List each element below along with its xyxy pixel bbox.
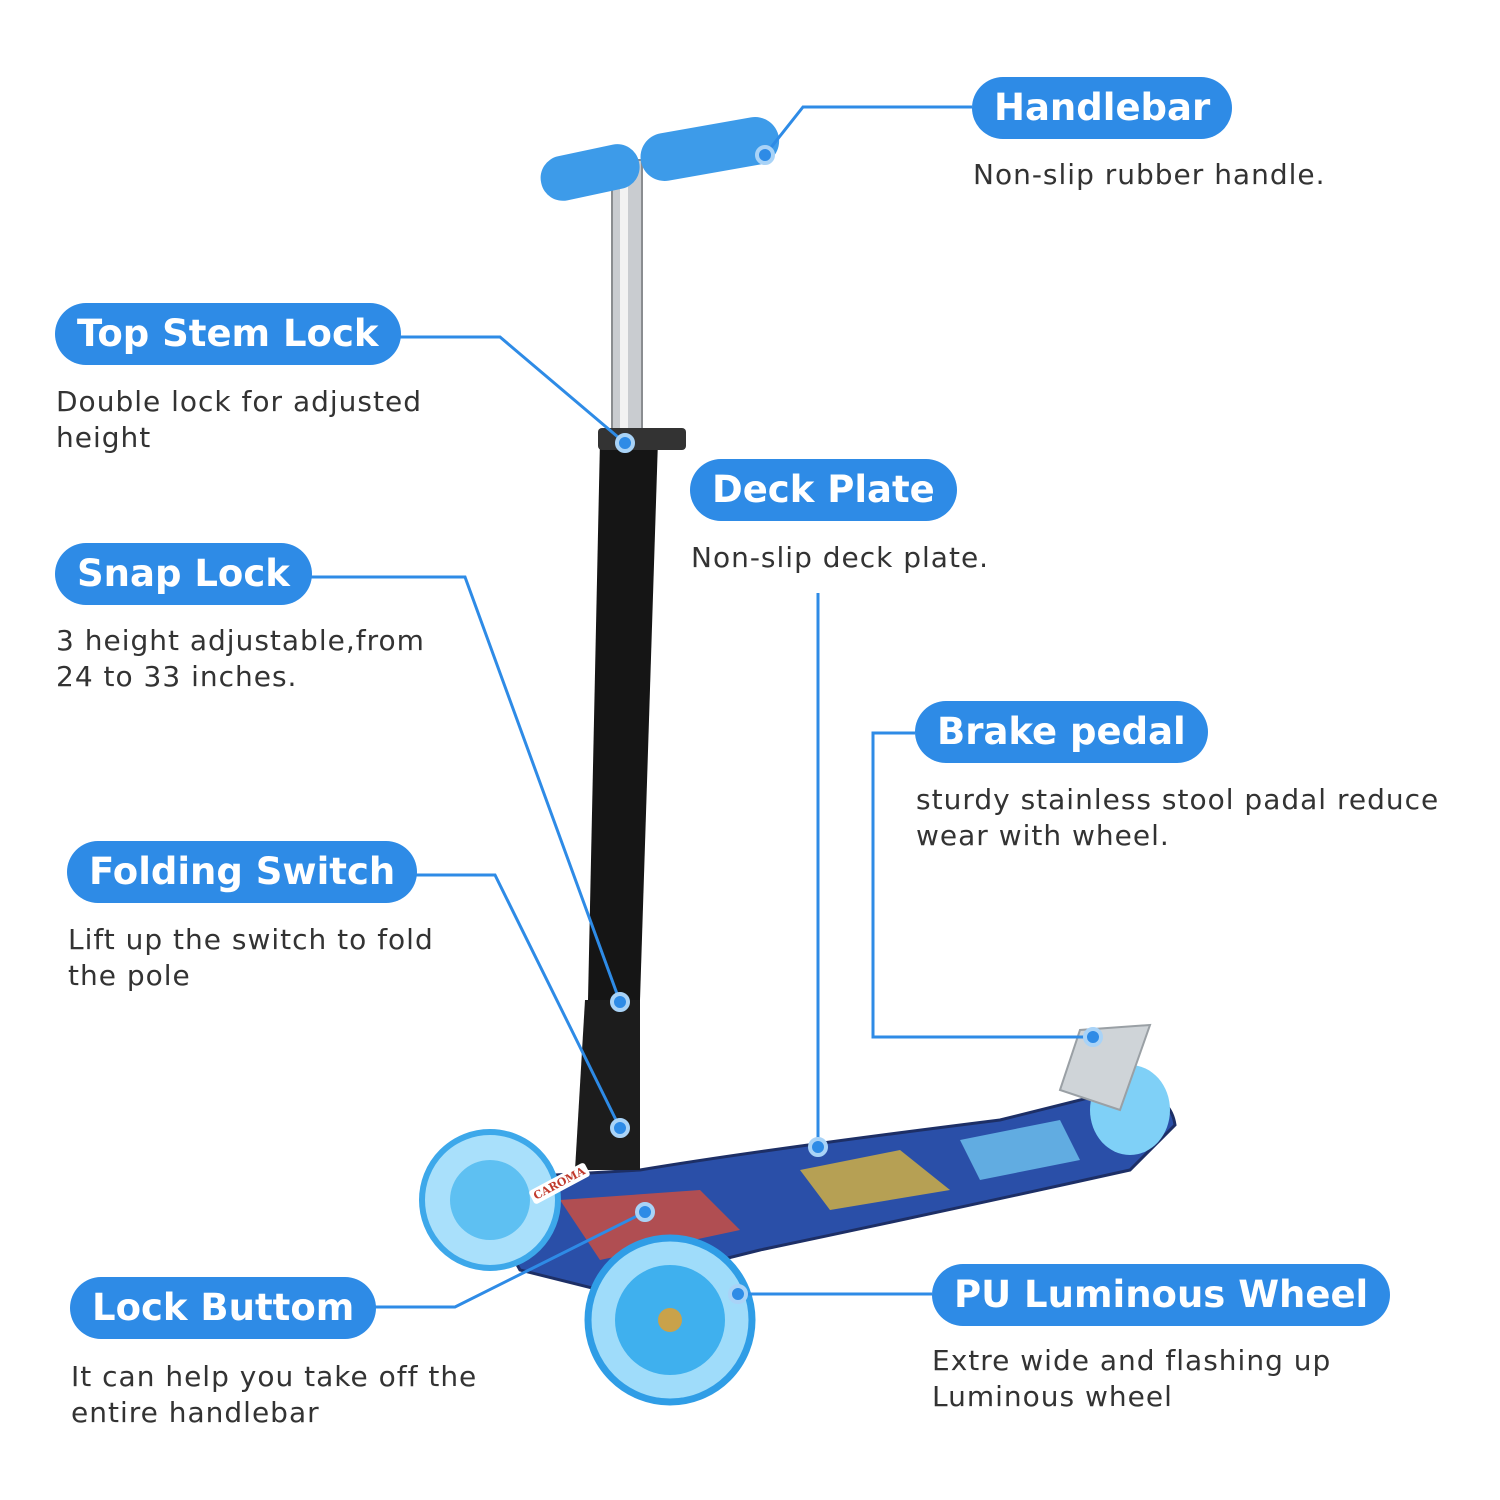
deck-plate-desc: Non-slip deck plate. [691, 541, 990, 574]
leader-snap-lock [292, 575, 622, 1003]
handle-grip-left [540, 144, 640, 201]
handlebar-label: Handlebar [972, 77, 1233, 139]
lock-buttom-desc: It can help you take off the entire hand… [71, 1360, 478, 1429]
front-right-wheel [584, 1234, 756, 1406]
brake-pedal [1058, 1023, 1152, 1112]
anchor-dots [610, 145, 1103, 1304]
leader-lock-buttom [363, 1210, 646, 1309]
top-stem-lock-desc: Double lock for adjusted height [56, 385, 422, 454]
folding-switch-desc: Lift up the switch to fold the pole [68, 923, 434, 992]
leader-brake-pedal [871, 731, 1093, 1039]
leader-top-stem-lock [385, 335, 626, 445]
brake-pedal-desc: sturdy stainless stool padal reduce wear… [916, 783, 1440, 852]
lower-stem [588, 440, 658, 1000]
top-stem-lock-label: Top Stem Lock [55, 303, 401, 365]
handle-grip-right [640, 117, 780, 182]
leader-lines [292, 105, 1093, 1309]
leader-handlebar [763, 105, 972, 156]
folding-switch-label: Folding Switch [67, 841, 418, 903]
snap-lock-label: Snap Lock [55, 543, 312, 605]
lock-buttom-label: Lock Buttom [70, 1277, 377, 1339]
handlebar-desc: Non-slip rubber handle. [973, 158, 1326, 191]
leader-folding-switch [410, 873, 622, 1129]
snap-lock-desc: 3 height adjustable,from 24 to 33 inches… [56, 624, 425, 693]
pu-wheel-desc: Extre wide and flashing up Luminous whee… [932, 1344, 1332, 1413]
pu-wheel-label: PU Luminous Wheel [932, 1264, 1391, 1326]
brake-pedal-label: Brake pedal [915, 701, 1208, 763]
deck-plate-label: Deck Plate [690, 459, 957, 521]
front-left-wheel [419, 1129, 561, 1271]
